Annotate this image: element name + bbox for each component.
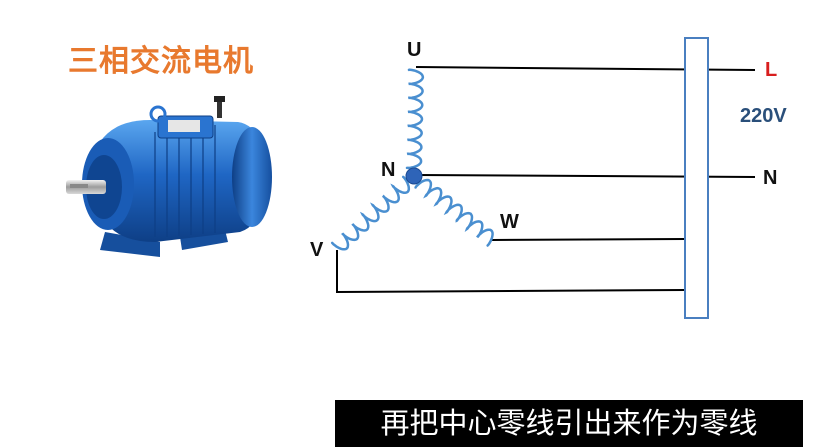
- bus-bar: [684, 37, 709, 319]
- label-l: L: [765, 59, 777, 81]
- coil-w: [414, 178, 494, 247]
- label-n-right: N: [763, 167, 777, 189]
- label-u: U: [407, 39, 421, 61]
- neutral-node: [405, 167, 423, 185]
- v-phase-wire: [336, 250, 686, 294]
- label-w: W: [500, 211, 519, 233]
- w-phase-wire: [491, 238, 686, 241]
- label-voltage: 220V: [740, 105, 787, 127]
- coil-v: [330, 175, 411, 251]
- coil-u: [405, 68, 425, 170]
- three-phase-motor-icon: [66, 96, 272, 257]
- label-v: V: [310, 239, 324, 261]
- caption-subtitle: 再把中心零线引出来作为零线: [335, 400, 803, 447]
- slide-title: 三相交流电机: [68, 44, 254, 79]
- label-n-center: N: [381, 159, 395, 181]
